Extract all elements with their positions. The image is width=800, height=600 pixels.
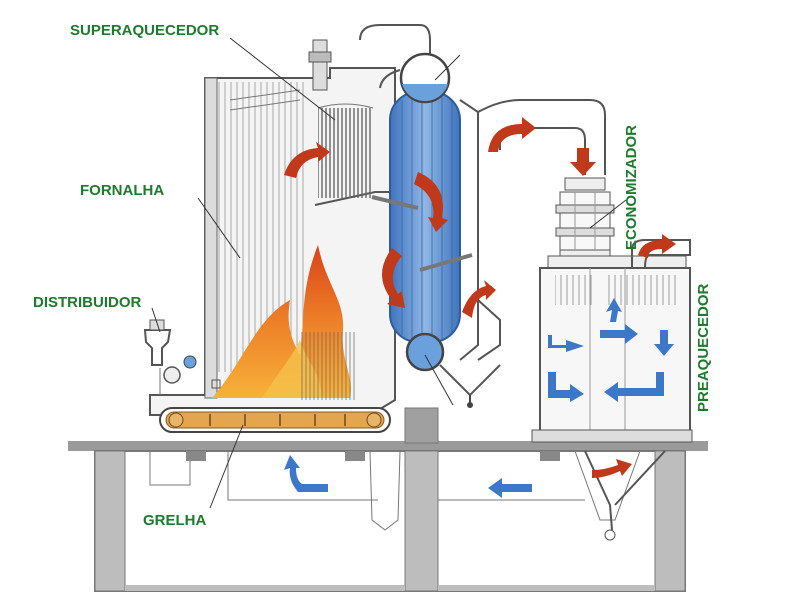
label-economizer: ECONOMIZADOR	[623, 125, 640, 250]
gas-arrow-exit	[462, 280, 496, 318]
gas-arrow-down	[570, 148, 596, 176]
air-arrow-preheater-5	[604, 372, 664, 402]
air-arrow-duct	[488, 478, 532, 498]
label-distributor: DISTRIBUIDOR	[33, 294, 142, 311]
gas-arrow-tubes-upper	[414, 172, 448, 232]
air-arrow-preheater-3	[654, 330, 674, 356]
distributor	[143, 319, 197, 395]
gas-arrow-tubes-lower	[382, 248, 405, 308]
air-arrow-preheater-4	[548, 372, 584, 402]
gas-arrow-superheater	[284, 142, 330, 178]
label-superheater: SUPERAQUECEDOR	[70, 22, 219, 39]
air-arrow-preheater-6	[606, 298, 622, 322]
leader-lines	[151, 37, 627, 509]
gas-arrow-duct	[488, 117, 536, 152]
air-arrows	[284, 298, 674, 498]
flame	[212, 245, 355, 400]
air-arrow-preheater-1	[548, 335, 584, 352]
water-tube-bank	[371, 52, 501, 408]
air-arrow-under-grate	[284, 455, 328, 492]
gas-arrow-hopper	[592, 459, 632, 478]
foundation	[68, 407, 708, 592]
hot-gas-arrows	[284, 117, 676, 478]
label-furnace: FORNALHA	[80, 182, 164, 199]
air-arrow-outlet	[638, 234, 676, 258]
label-preheater: PREAQUECEDOR	[695, 283, 712, 412]
grate	[159, 379, 391, 433]
economizer	[555, 177, 615, 269]
air-arrow-preheater-2	[600, 324, 638, 344]
label-grate: GRELHA	[143, 512, 207, 529]
mud-drum	[405, 332, 445, 372]
